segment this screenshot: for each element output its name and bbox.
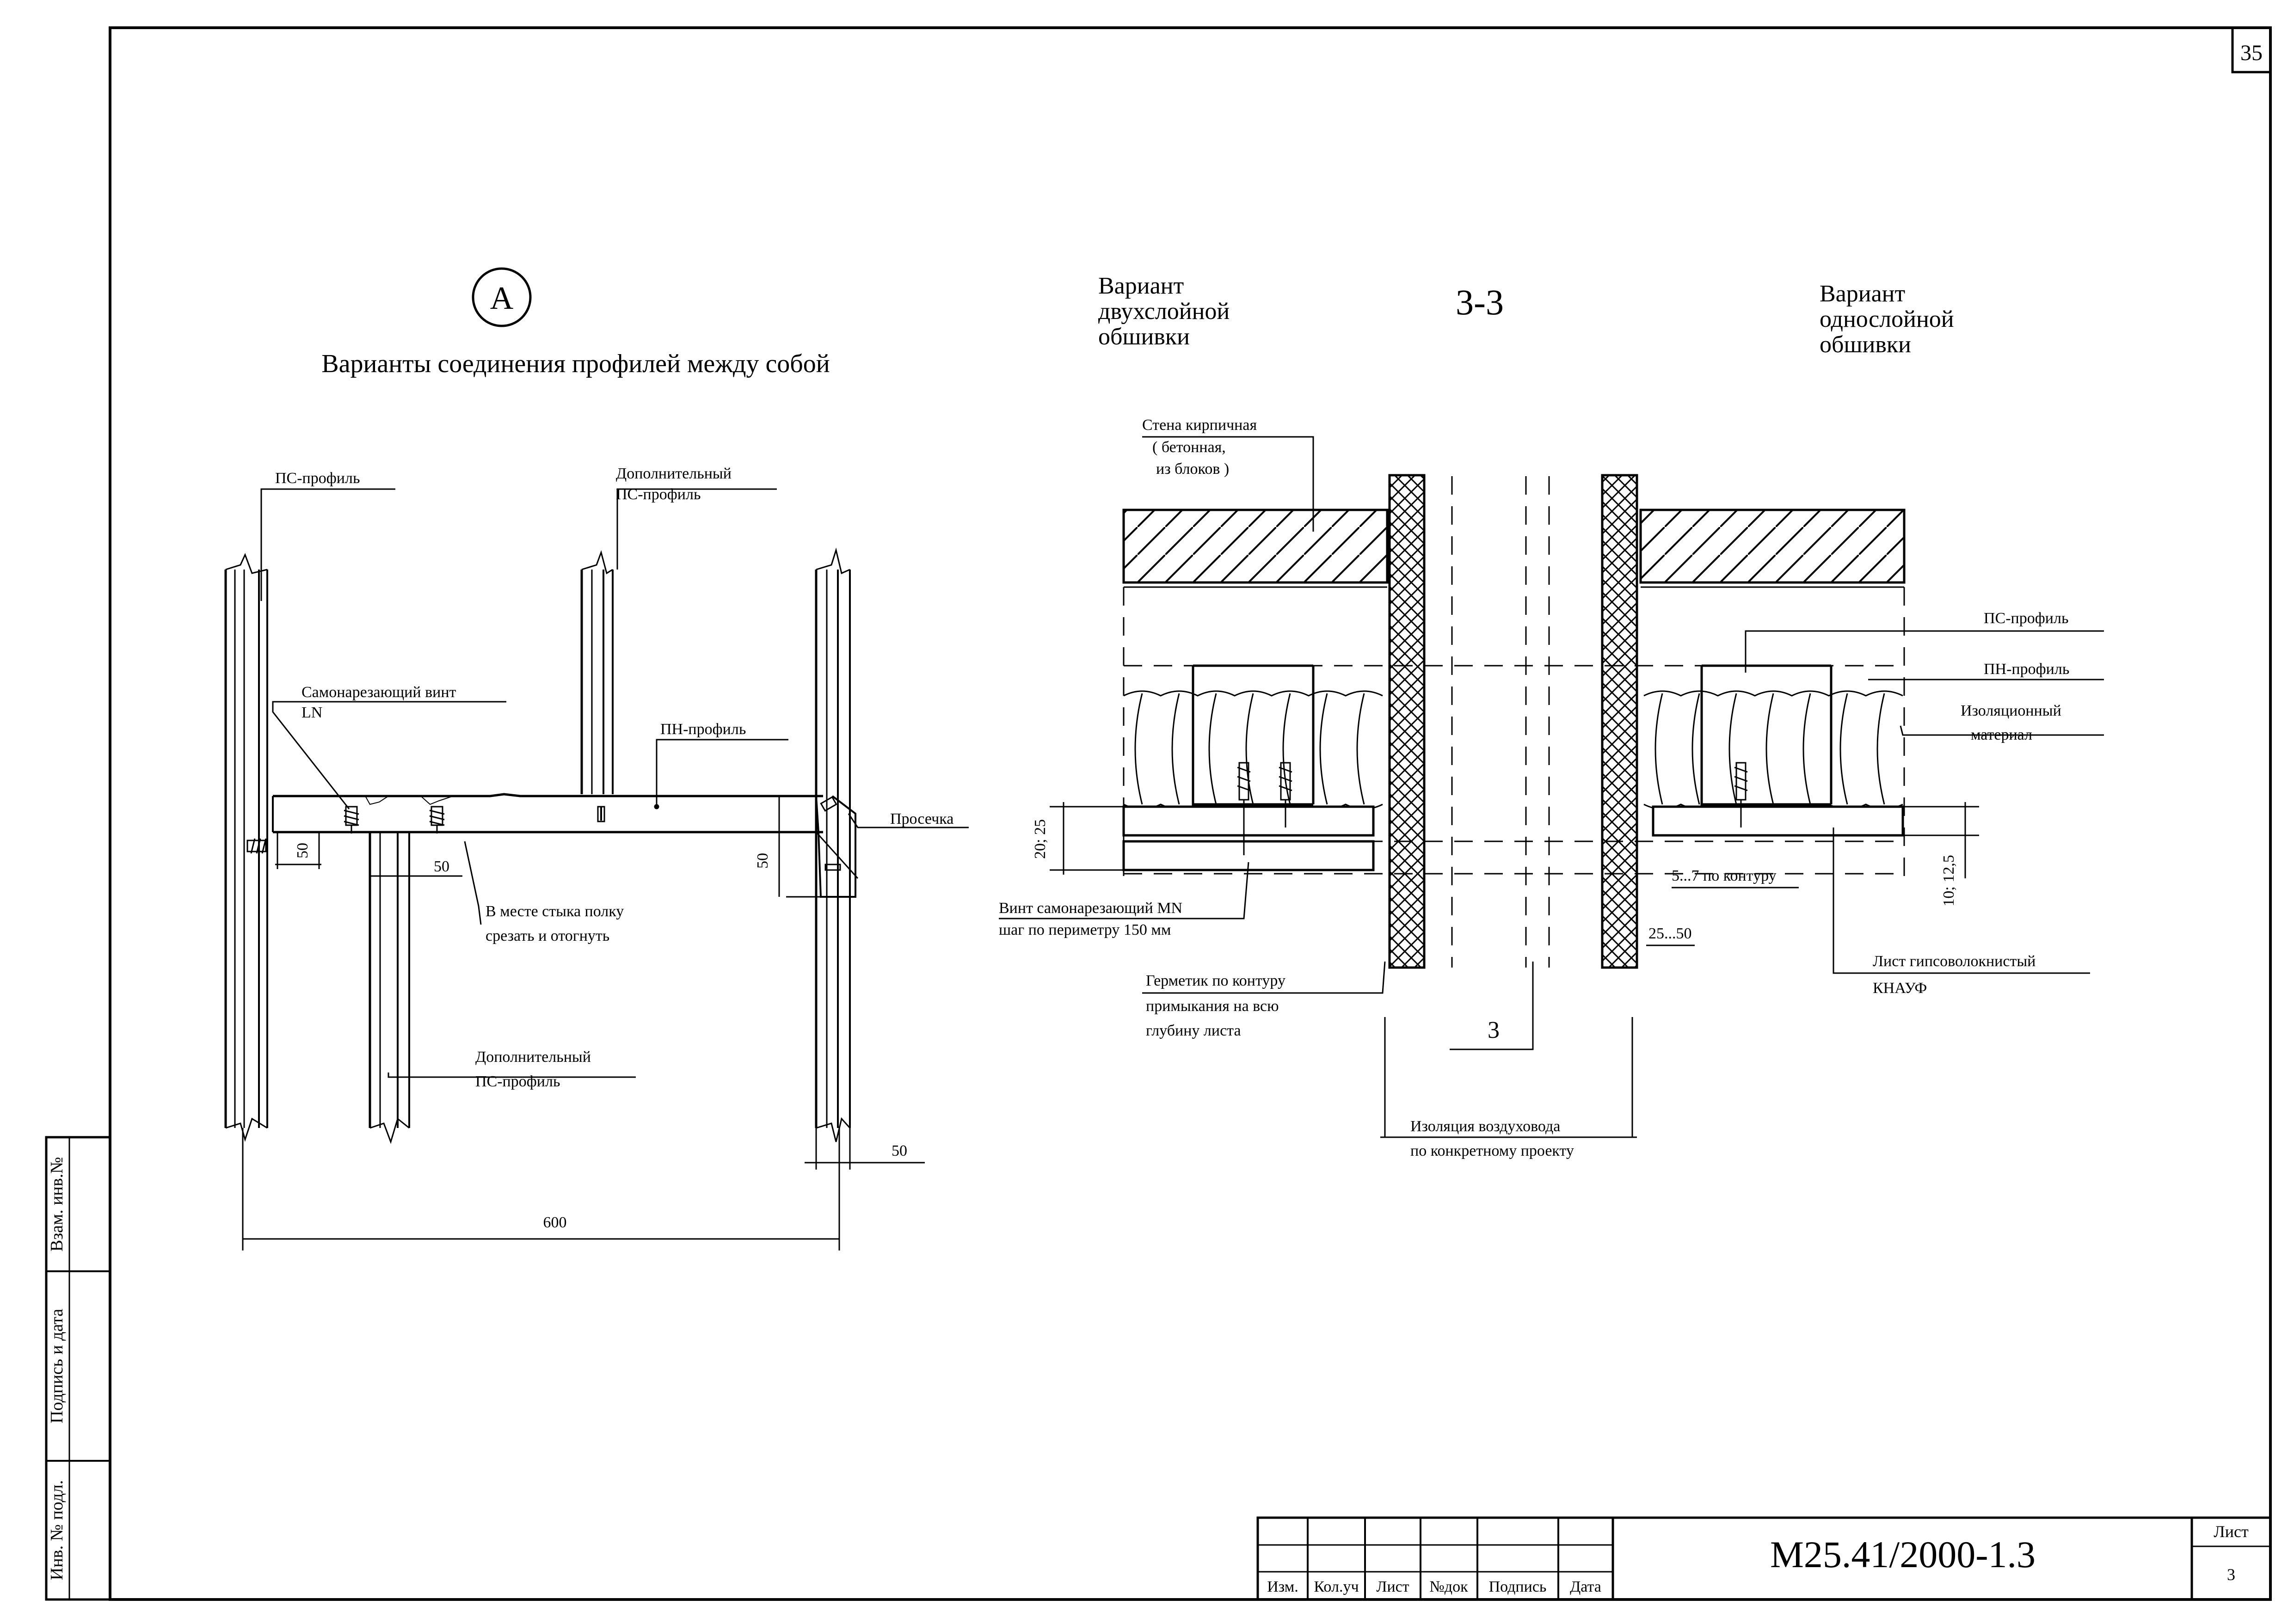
- label-insul-2: материал: [1971, 726, 2032, 743]
- label-extra-ps-top-1: Дополнительный: [616, 465, 732, 482]
- sheet-value: 3: [2227, 1565, 2235, 1584]
- detail-marker: [472, 267, 532, 327]
- variant-right-1: Вариант: [1820, 281, 1905, 307]
- col-kol: Кол.уч: [1314, 1578, 1359, 1595]
- section-title: 3-3: [1456, 282, 1504, 322]
- col-list: Лист: [1376, 1578, 1409, 1595]
- label-sheet-2: КНАУФ: [1873, 980, 1927, 997]
- screw-icon: [1237, 762, 1251, 855]
- c-profile-right: [1700, 664, 1833, 806]
- label-ps-profile-section: ПС-профиль: [1984, 610, 2068, 627]
- detail-marker-letter: А: [490, 281, 514, 316]
- label-screw-2: LN: [301, 704, 322, 721]
- label-wall-3: из блоков ): [1156, 460, 1229, 478]
- dim-50-mid: 50: [434, 858, 449, 875]
- stamp-field-replaced: Взам. инв.№: [47, 1157, 67, 1252]
- detail-a-dimensions: [242, 795, 925, 1250]
- label-screw-section-2: шаг по периметру 150 мм: [999, 921, 1171, 938]
- c-profile-left: [1192, 664, 1315, 806]
- section-leaders: [999, 436, 2104, 1138]
- label-extra-ps-bottom-1: Дополнительный: [475, 1048, 591, 1066]
- detail-a: А Варианты соединения профилей между соб…: [224, 267, 969, 1250]
- sheet-frame: 35: [109, 26, 2272, 1601]
- label-insul-1: Изоляционный: [1961, 702, 2061, 719]
- col-doc: №док: [1429, 1578, 1468, 1595]
- label-extra-ps-bottom-2: ПС-профиль: [475, 1073, 560, 1090]
- pn-profile-horizontal: [272, 793, 823, 833]
- ps-profile-left: [224, 553, 268, 1142]
- extra-ps-profile-bottom: [369, 832, 410, 1144]
- label-sheet-1: Лист гипсоволокнистый: [1873, 953, 2036, 970]
- label-notch: Просечка: [890, 810, 953, 827]
- label-ps-profile: ПС-профиль: [275, 470, 360, 487]
- duct-insulation-left: [1388, 474, 1426, 969]
- col-izm: Изм.: [1267, 1578, 1298, 1595]
- detail-a-leaders: [260, 488, 969, 1078]
- dim-600: 600: [543, 1214, 567, 1231]
- dim-20-25: 20; 25: [1032, 819, 1049, 859]
- dim-50-right: 50: [754, 853, 771, 869]
- section-dimensions: [1050, 802, 1979, 878]
- screw-icon: [1734, 762, 1748, 827]
- section-3-3: 3-3 Вариант двухслойной обшивки Вариант …: [999, 273, 2104, 1159]
- label-duct-1: Изоляция воздуховода: [1410, 1118, 1560, 1135]
- ps-profile-right: [815, 547, 851, 1142]
- variant-right-3: обшивки: [1820, 331, 1911, 358]
- stamp-field-signature: Подпись и дата: [47, 1309, 67, 1423]
- variant-left-3: обшивки: [1098, 324, 1190, 350]
- label-contour: 5...7 по контуру: [1672, 867, 1777, 884]
- insulation-left: [1123, 690, 1383, 810]
- page-number: 35: [2240, 41, 2263, 65]
- label-extra-ps-top-2: ПС-профиль: [616, 486, 701, 503]
- duct-insulation-right: [1601, 474, 1638, 969]
- label-cut-2: срезать и отогнуть: [486, 927, 609, 944]
- dim-10-12-5: 10; 12,5: [1940, 855, 1957, 906]
- label-pn-profile: ПН-профиль: [660, 721, 746, 738]
- col-signature: Подпись: [1489, 1578, 1547, 1595]
- label-wall-1: Стена кирпичная: [1142, 417, 1257, 434]
- label-screw-section-1: Винт самонарезающий MN: [999, 900, 1182, 917]
- label-cut-1: В месте стыка полку: [486, 903, 624, 920]
- brick-wall-right: [1639, 509, 1906, 588]
- detail-a-title: Варианты соединения профилей между собой: [321, 349, 830, 378]
- screw-icons: [246, 806, 445, 854]
- col-date: Дата: [1570, 1578, 1601, 1595]
- notch-connection: [815, 795, 859, 898]
- section-mark-3: 3: [1488, 1017, 1500, 1043]
- screw-icon: [1279, 762, 1292, 827]
- label-pn-profile-section: ПН-профиль: [1984, 661, 2069, 678]
- dim-50-left: 50: [294, 843, 311, 858]
- variant-right-2: однослойной: [1820, 306, 1954, 332]
- variant-left-1: Вариант: [1098, 273, 1184, 299]
- extra-ps-profile-top: [580, 550, 614, 794]
- document-code: М25.41/2000-1.3: [1770, 1533, 2036, 1575]
- brick-wall-left: [1122, 509, 1389, 588]
- insulation-right: [1643, 690, 1903, 810]
- label-sealant-2: примыкания на всю: [1146, 998, 1279, 1015]
- gypsum-board-layer-1: [1122, 805, 1375, 837]
- screw-icon: [246, 838, 267, 854]
- title-block: Изм. Кол.уч Лист №док Подпись Дата М25.4…: [1256, 1516, 2272, 1601]
- gypsum-board-single: [1652, 805, 1904, 837]
- side-stamp: Взам. инв.№ Подпись и дата Инв. № подл.: [45, 1136, 111, 1601]
- stamp-field-inventory: Инв. № подл.: [47, 1480, 67, 1581]
- screw-icons-section: [1237, 762, 1748, 855]
- variant-left-2: двухслойной: [1098, 298, 1230, 325]
- screw-icon: [429, 806, 445, 833]
- label-sealant-1: Герметик по контуру: [1146, 972, 1285, 989]
- screw-icon: [344, 806, 359, 833]
- label-duct-2: по конкретному проекту: [1410, 1142, 1574, 1159]
- label-sealant-3: глубину листа: [1146, 1022, 1241, 1039]
- label-screw-1: Самонарезающий винт: [301, 684, 456, 701]
- label-gap: 25...50: [1648, 925, 1692, 942]
- dim-50-bottom: 50: [892, 1142, 907, 1159]
- sheet-label: Лист: [2214, 1522, 2249, 1541]
- label-wall-2: ( бетонная,: [1152, 439, 1226, 456]
